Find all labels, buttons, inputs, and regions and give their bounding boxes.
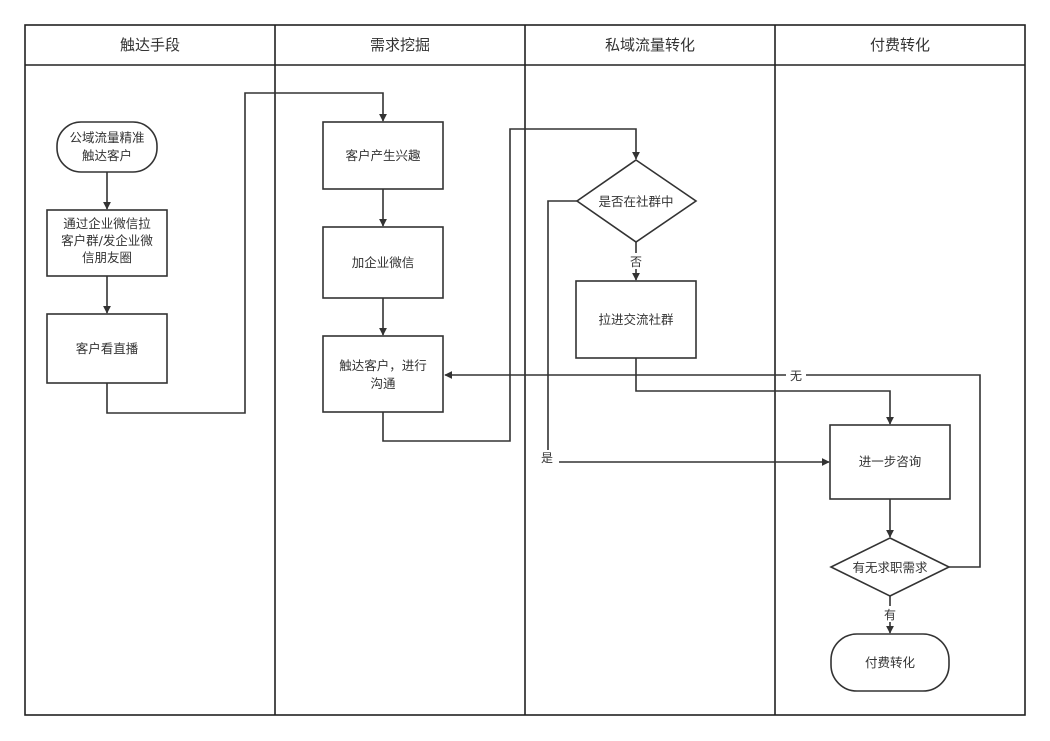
edge-communicate-to-in-community [382, 128, 640, 442]
decision-shape [575, 159, 698, 243]
lane-header-private: 私域流量转化 [605, 36, 695, 54]
process-shape [829, 424, 951, 500]
node-label: 通过企业微信拉 [63, 216, 151, 231]
edge-has-need-to-communicate [444, 371, 981, 568]
node-label: 客户产生兴趣 [345, 148, 421, 163]
edge-label-yes: 是 [541, 451, 553, 465]
node-label: 加企业微信 [352, 255, 415, 270]
node-pull-group: 拉进交流社群 [575, 280, 697, 359]
node-label: 沟通 [370, 376, 396, 391]
terminator-shape [830, 633, 950, 692]
edge-label-no: 否 [630, 255, 642, 269]
edge-labels: 否 是 有 无 [537, 253, 899, 622]
node-communicate: 触达客户，进行 沟通 [322, 335, 444, 413]
edge-label-has: 有 [884, 608, 896, 622]
node-add-wecom: 加企业微信 [322, 226, 444, 299]
process-shape [46, 313, 168, 384]
lane-header-demand: 需求挖掘 [370, 36, 430, 54]
node-wecom-group: 通过企业微信拉 客户群/发企业微 信朋友圈 [46, 209, 168, 277]
node-label: 触达客户 [82, 148, 132, 163]
node-label: 客户看直播 [76, 341, 139, 356]
connectors [103, 92, 981, 634]
edge-watch-live-to-interest [106, 92, 387, 414]
node-label: 拉进交流社群 [598, 312, 674, 327]
process-shape [575, 280, 697, 359]
process-shape [322, 121, 444, 190]
edge-label-none: 无 [790, 369, 802, 383]
node-has-need: 有无求职需求 [829, 537, 951, 597]
process-shape [322, 335, 444, 413]
process-shape [46, 209, 168, 277]
edge-in-community-to-consult [547, 200, 830, 466]
lane-header-paid: 付费转化 [870, 36, 930, 54]
node-interest: 客户产生兴趣 [322, 121, 444, 190]
swimlane-frame [24, 24, 1026, 716]
node-label: 进一步咨询 [859, 454, 922, 469]
node-label: 触达客户，进行 [339, 358, 427, 373]
node-label: 有无求职需求 [852, 560, 928, 575]
node-label: 是否在社群中 [598, 194, 673, 209]
node-consult: 进一步咨询 [829, 424, 951, 500]
node-in-community: 是否在社群中 [575, 159, 698, 243]
node-watch-live: 客户看直播 [46, 313, 168, 384]
lane-header-reach: 触达手段 [120, 36, 180, 54]
node-label: 付费转化 [865, 655, 916, 670]
process-shape [322, 226, 444, 299]
node-label: 公域流量精准 [69, 130, 144, 145]
node-public-traffic: 公域流量精准 触达客户 [56, 121, 158, 173]
node-label: 客户群/发企业微 [61, 233, 153, 248]
lane-headers: 触达手段 需求挖掘 私域流量转化 付费转化 [120, 36, 930, 54]
edge-pull-group-to-consult [635, 358, 894, 425]
node-label: 信朋友圈 [82, 250, 132, 265]
node-paid-conv: 付费转化 [830, 633, 950, 692]
decision-shape [829, 537, 951, 597]
terminator-shape [56, 121, 158, 173]
